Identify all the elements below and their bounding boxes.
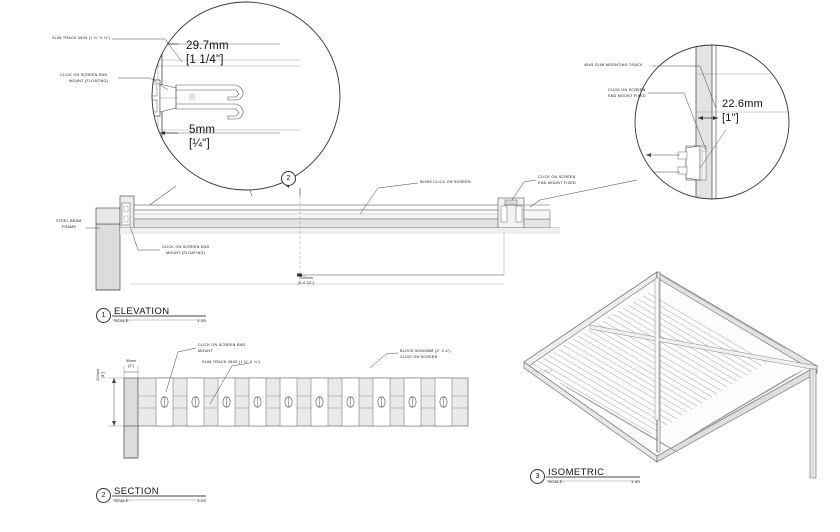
isometric-geometry [523, 271, 818, 479]
isometric-title-text: ISOMETRIC SCALE: 1:40 [548, 467, 640, 484]
section-mount-blocks [155, 377, 453, 427]
callout-end-mount-floating-elevation: CLICK ON SCREEN END MOUNT (FLOATING) [162, 245, 210, 255]
callout-slim-track-left: SLIM TRACK 45X5 (1 ¾" x ¼") [52, 36, 111, 40]
section-scale-label: SCALE: [114, 497, 131, 503]
detail-bubble-left [151, 1, 341, 191]
dimension-5mm: 5mm [¼"] [189, 124, 216, 150]
callout-end-mount-floating-left: CLICK ON SCREEN END MOUNT (FLOATING) [60, 73, 109, 83]
isometric-scale-value: 1:40 [631, 478, 640, 484]
section-title-text: SECTION SCALE: 1:10 [114, 486, 206, 503]
isometric-title-block: 3 ISOMETRIC SCALE: 1:40 [530, 467, 640, 484]
section-dimension-200mm: 200mm [8"] [96, 369, 105, 381]
callout-steel-beam-frame: STEEL BEAM FRAME [56, 219, 82, 229]
elevation-scale-value: 1:10 [197, 317, 206, 323]
elevation-overall-dimension: 2000mm [6'-6 1/2"] [298, 276, 314, 285]
section-geometry [108, 347, 469, 459]
section-dimension-50mm: 50mm [2"] [126, 359, 136, 368]
elevation-scale-label: SCALE: [114, 317, 131, 323]
callout-click-on-screen-50x50: 50X50 CLICK ON SCREEN [420, 180, 471, 184]
detail-right-contents [646, 45, 789, 199]
elevation-geometry [86, 179, 560, 291]
isometric-view-number[interactable]: 3 [530, 468, 545, 484]
callout-end-mount-fixed-right: CLICK ON SCREEN END MOUNT FIXED [608, 88, 646, 98]
elevation-title-text: ELEVATION SCALE: 1:10 [114, 306, 206, 323]
detail-left-contents [152, 2, 340, 190]
dimension-22-6mm: 22.6mm [1"] [722, 98, 763, 124]
callout-slim-track-section: SLIM TRACK 45X5 (1 ¾" X ¼") [202, 360, 261, 364]
callout-slim-mounting-track: 45X5 SLIM MOUNTING TRACK [584, 63, 643, 67]
isometric-scale-label: SCALE: [548, 478, 565, 484]
section-view-number[interactable]: 2 [96, 487, 111, 503]
callout-end-mount-fixed-elevation: CLICK ON SCREEN END MOUNT FIXED [538, 175, 576, 185]
dimension-29-7mm: 29.7mm [1 1/4"] [186, 40, 229, 66]
callout-block-50x50: BLOCK 50X50MM (2" X 4") CLICK ON SCREEN [400, 349, 451, 359]
elevation-view-number[interactable]: 1 [96, 307, 111, 323]
detail-bubble-right [634, 44, 790, 200]
section-scale-value: 1:10 [197, 497, 206, 503]
callout-end-mount-section: CLICK ON SCREEN END MOUNT [198, 343, 246, 353]
elevation-title-block: 1 ELEVATION SCALE: 1:10 [96, 306, 206, 323]
section-title-block: 2 SECTION SCALE: 1:10 [96, 486, 206, 503]
section-marker-bubble[interactable]: 2 [281, 171, 296, 186]
